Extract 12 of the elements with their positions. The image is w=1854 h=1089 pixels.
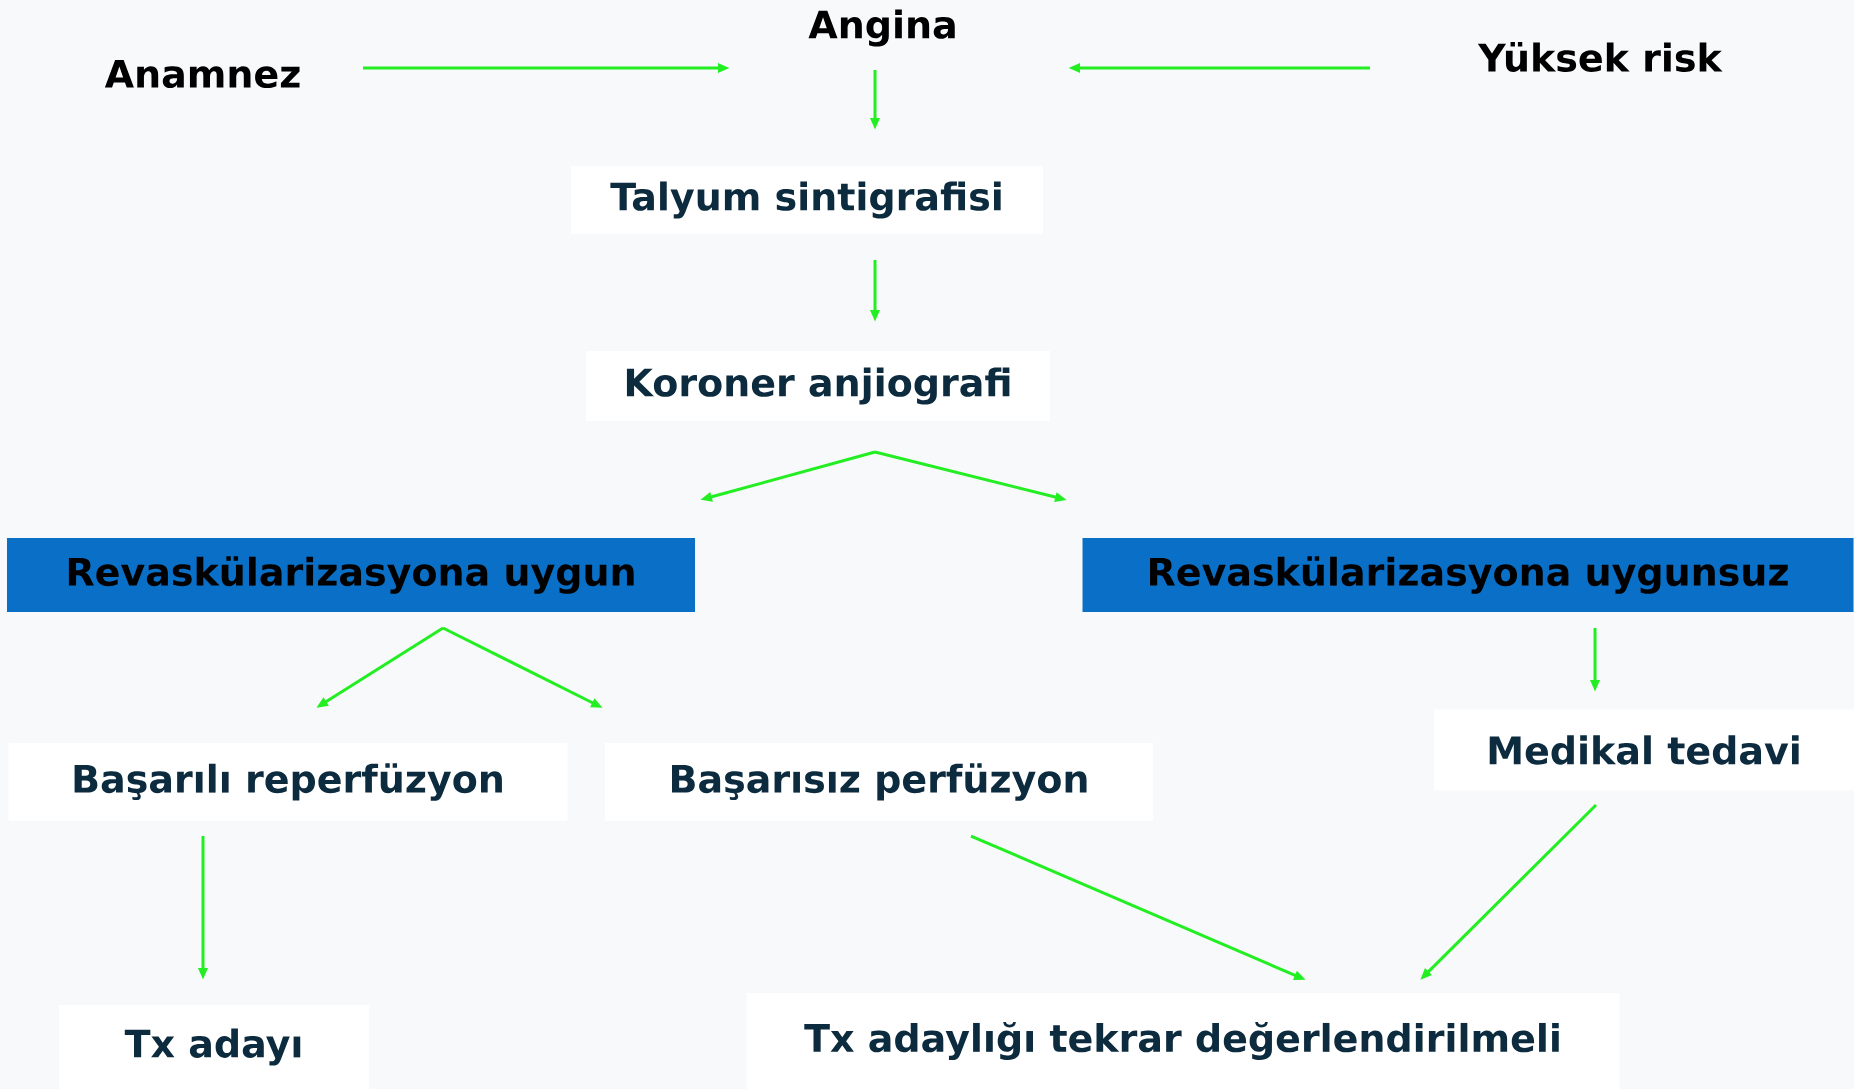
text-box: Tx adaylığı tekrar değerlendirilmeli	[746, 993, 1620, 1089]
highlight-box: Revaskülarizasyona uygun	[7, 538, 695, 612]
text-box: Koroner anjiografi	[586, 351, 1050, 421]
text-box: Talyum sintigrafisi	[571, 166, 1043, 234]
text-box: Başarılı reperfüzyon	[8, 743, 568, 821]
highlight-box: Revaskülarizasyona uygunsuz	[1082, 538, 1854, 612]
text-box: Tx adayı	[59, 1005, 369, 1089]
text-label: Anamnez	[104, 59, 300, 89]
text-box: Medikal tedavi	[1434, 709, 1854, 791]
text-label: Angina	[808, 9, 955, 47]
text-box: Başarısız perfüzyon	[605, 743, 1153, 821]
text-label: Yüksek risk	[1477, 42, 1723, 72]
